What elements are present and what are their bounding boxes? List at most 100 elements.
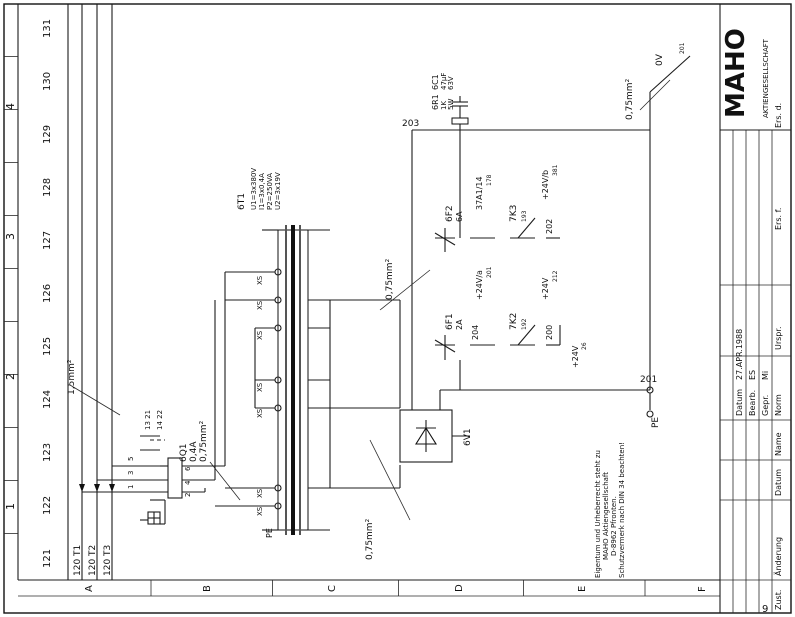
cable-slash xyxy=(69,384,121,416)
page-mark: 9 xyxy=(762,604,768,615)
column-number: 131 xyxy=(42,19,53,38)
row-letter: E xyxy=(577,586,588,592)
column-ticks xyxy=(4,56,18,534)
busbar-t3-label: 120 T3 xyxy=(103,545,113,576)
out-37a1-ref: 178 xyxy=(486,174,493,186)
row-letters: A B C D E F xyxy=(84,584,708,592)
row-letter: D xyxy=(454,584,465,592)
rectifier-6v1 xyxy=(399,409,470,463)
relay-7k2-name: 7K2 xyxy=(509,313,519,330)
transformer-spec-4: U2=3x19V xyxy=(274,172,282,210)
pe-left-label: PE xyxy=(265,528,274,538)
terminal-1: 1 xyxy=(127,485,135,489)
wire-slash-mid xyxy=(369,439,411,521)
column-number: 124 xyxy=(42,390,53,409)
ov-wire-label: 0,75mm² xyxy=(625,78,635,120)
pe-right-dot xyxy=(646,410,654,418)
notice-line-3: D-8962 Pfronten. xyxy=(610,496,618,556)
resistor-name: 6R1 xyxy=(431,94,440,110)
busbar-t2-label: 120 T2 xyxy=(88,545,98,576)
out-24va-label: +24V/a xyxy=(475,270,484,300)
title-block xyxy=(719,4,791,613)
tb-datum-value: 27.APR.1988 xyxy=(735,329,744,380)
terminal-4: 4 xyxy=(184,480,192,485)
fuse-6f2-rating: 6A xyxy=(455,211,464,222)
notice-line-4: Schutzvermerk nach DIN 34 beachten! xyxy=(618,442,626,578)
transformer-name: 6T1 xyxy=(237,193,247,210)
column-number: 129 xyxy=(42,125,53,144)
column-number: 125 xyxy=(42,337,53,356)
out-24vb-label: +24V/b xyxy=(541,170,550,200)
resistor-val-2: 5W xyxy=(447,99,455,110)
capacitor-val-2: 63V xyxy=(447,76,455,90)
section-number: 1 xyxy=(4,503,17,510)
transformer-spec-3: P2=250VA xyxy=(266,173,274,210)
fuse-6q1 xyxy=(135,435,225,525)
wire-slash-plus xyxy=(379,269,431,311)
copyright-notice: Eigentum und Urheberrecht steht zu MAHO … xyxy=(594,442,626,578)
column-number: 121 xyxy=(42,549,53,568)
branch-6f1 xyxy=(434,324,561,390)
logo-brand: MAHO xyxy=(721,28,751,118)
column-number: 122 xyxy=(42,496,53,515)
xs-label-2: XS xyxy=(256,300,264,310)
wire-075-mid: 0,75mm² xyxy=(385,258,395,300)
tb-gepr-label: Gepr. xyxy=(761,395,770,416)
relay-7k2-ref: 192 xyxy=(521,318,528,330)
node-204: 204 xyxy=(471,325,480,340)
node-201: 201 xyxy=(640,375,657,385)
relay-7k3-name: 7K3 xyxy=(509,205,519,222)
column-number: 128 xyxy=(42,178,53,197)
terminal-2: 2 xyxy=(184,493,192,497)
notice-line-1: Eigentum und Urheberrecht steht zu xyxy=(594,450,602,578)
column-number: 126 xyxy=(42,284,53,303)
rectifier-label: 6V1 xyxy=(463,428,473,446)
xs-label-3: XS xyxy=(256,382,264,392)
cable-top-label: 1,5mm² xyxy=(67,359,77,395)
xs-label-6: XS xyxy=(256,506,264,516)
terminal-3: 3 xyxy=(127,471,135,475)
tb-aenderung: Änderung xyxy=(773,537,783,576)
tb-zust: Zust. xyxy=(774,590,783,610)
tb-bearb-label: Bearb. xyxy=(748,390,757,416)
sheet-border xyxy=(3,3,792,614)
fuse-6q1-wire: 0,75mm² xyxy=(199,420,209,462)
row-letter: C xyxy=(327,585,338,592)
node-200: 200 xyxy=(545,325,554,340)
tb-gepr-value: Mi xyxy=(761,371,770,380)
column-number: 127 xyxy=(42,231,53,250)
terminal-6: 6 xyxy=(184,466,192,471)
tb-ers-d: Ers. d. xyxy=(774,103,783,128)
resistor-val-1: 1K xyxy=(440,101,448,110)
notice-line-2: MAHO Aktiengesellschaft xyxy=(602,472,610,560)
xs-label-4: XS xyxy=(256,408,264,418)
out-24v-ref: 212 xyxy=(552,270,559,282)
tb-ers-f: Ers. f. xyxy=(774,208,783,230)
out-24v-26-ref: 26 xyxy=(581,342,588,350)
ov-ref: 201 xyxy=(679,42,686,54)
column-number: 130 xyxy=(42,72,53,91)
fuse-6f2-name: 6F2 xyxy=(445,205,455,222)
xs-label-7: XS xyxy=(256,330,264,340)
fuse-6q1-name: 6Q1 xyxy=(179,443,189,462)
fuse-6f1-name: 6F1 xyxy=(445,313,455,330)
fuse-6q1-contacts: 13 21 xyxy=(144,410,152,430)
row-letter: F xyxy=(697,586,708,592)
terminal-5: 5 xyxy=(127,457,135,461)
out-24vb-ref: 381 xyxy=(552,164,559,176)
row-letter: B xyxy=(202,585,213,592)
ov-label: 0V xyxy=(655,53,665,66)
tb-norm-label: Norm xyxy=(774,394,783,416)
section-number: 2 xyxy=(4,373,17,380)
out-24v-label: +24V xyxy=(541,277,550,300)
relay-7k3-ref: 193 xyxy=(521,210,528,222)
row-letter: A xyxy=(84,585,95,592)
capacitor-val-1: 47µF xyxy=(440,73,448,90)
branch-6f2 xyxy=(434,130,560,252)
ov-arrow xyxy=(649,55,691,93)
transformer-spec-2: I1=3x0,4A xyxy=(258,173,266,210)
ov-slash xyxy=(639,79,671,111)
